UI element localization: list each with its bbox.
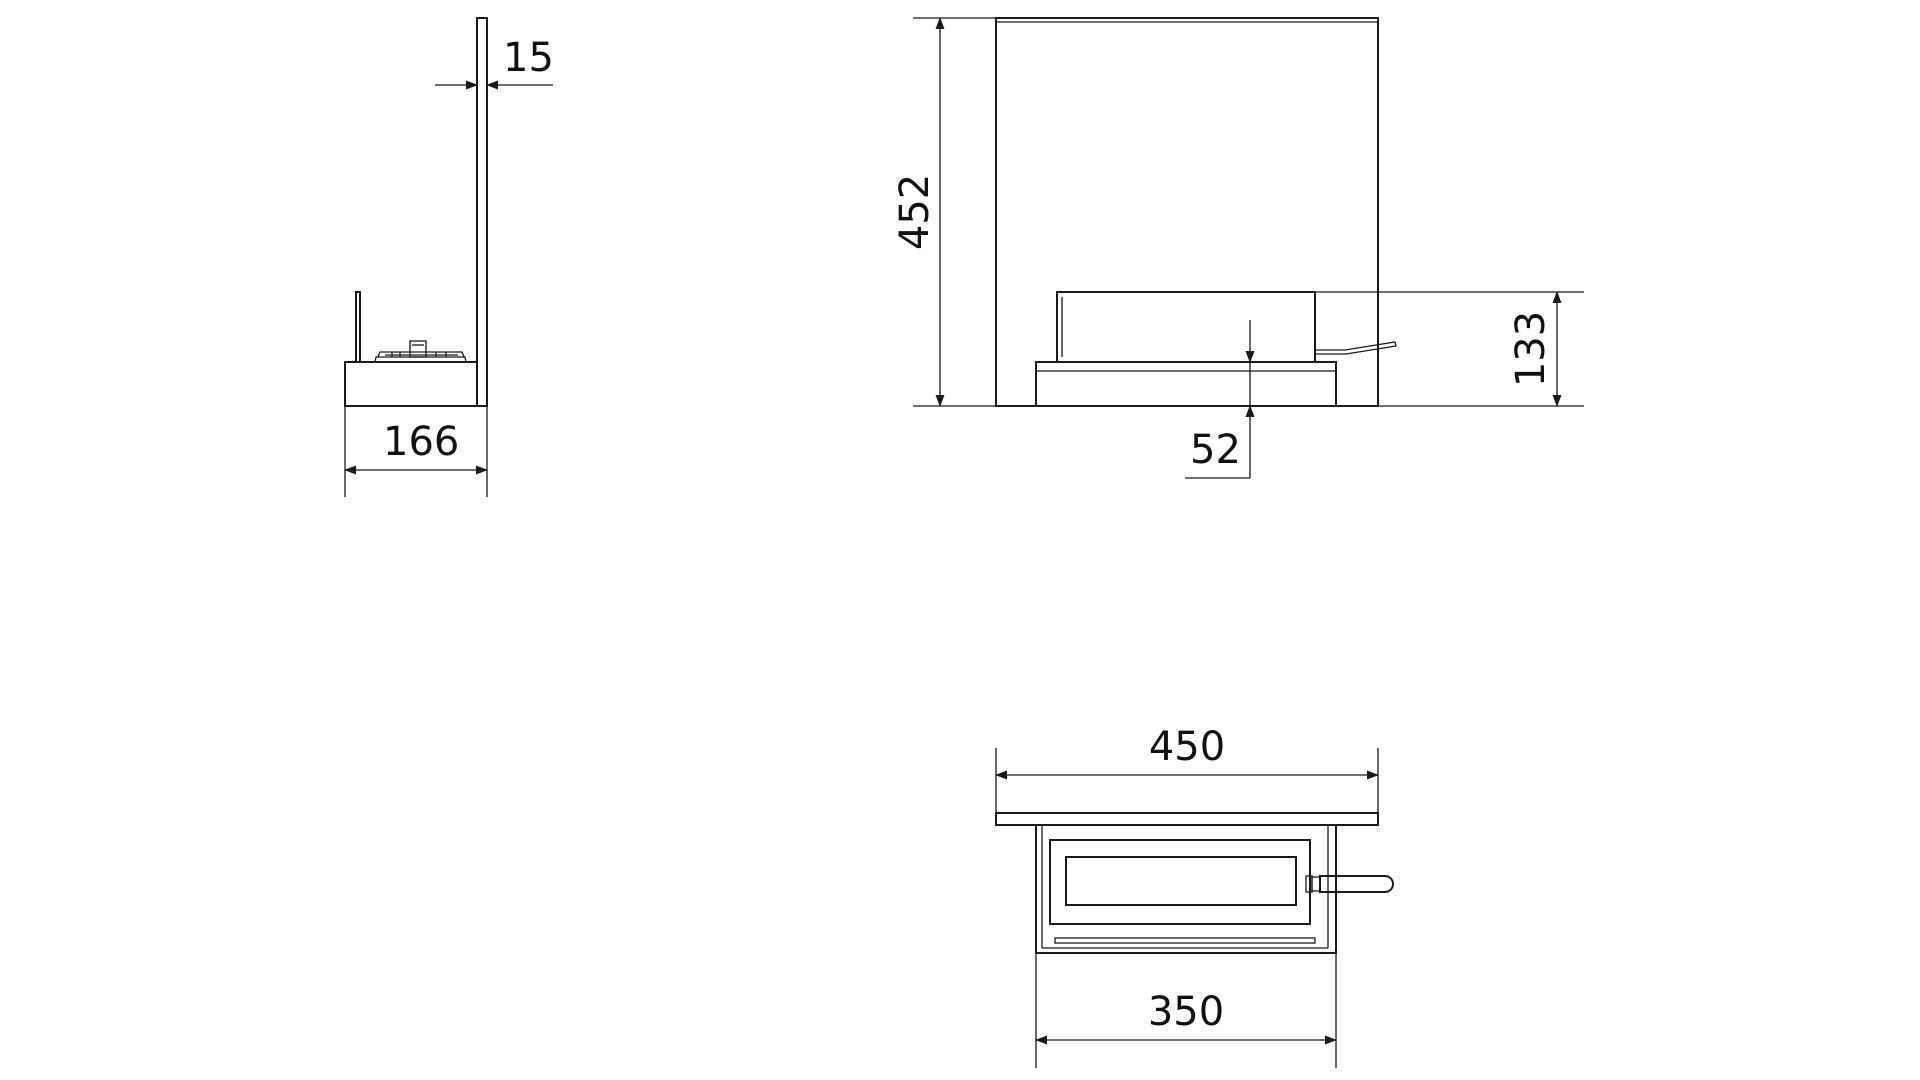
dim-front-burner-height-label: 133	[1508, 311, 1554, 387]
dim-front-height: 452	[892, 17, 1036, 407]
top-view: 450 350	[995, 724, 1394, 1068]
front-glass-box	[1056, 291, 1316, 363]
dim-side-thickness-label: 15	[503, 35, 554, 81]
dim-top-width-label: 450	[1149, 724, 1225, 770]
dim-top-burner-width-label: 350	[1148, 989, 1224, 1035]
side-back-panel	[476, 17, 488, 407]
top-burner-opening	[1065, 856, 1297, 906]
dim-side-depth-label: 166	[383, 419, 459, 465]
dim-top-width: 450	[995, 724, 1379, 813]
top-burner-box	[1035, 824, 1337, 954]
side-front-glass	[355, 291, 361, 363]
front-burner-base	[1035, 361, 1337, 407]
top-lever-handle	[1305, 875, 1394, 893]
dim-front-burner-height: 133	[1315, 291, 1584, 407]
dim-top-burner-width: 350	[1035, 953, 1337, 1068]
dim-front-base-height-label: 52	[1190, 427, 1241, 473]
side-burner-detail	[374, 340, 467, 363]
side-burner-base	[344, 361, 478, 407]
top-glass-outer	[1049, 839, 1311, 925]
dim-side-thickness: 15	[435, 35, 554, 90]
dim-side-depth: 166	[344, 406, 488, 497]
side-view: 15 166	[344, 17, 554, 497]
front-lever	[1314, 341, 1397, 355]
dim-front-base-height: 52	[1185, 320, 1255, 479]
front-view: 452 133 52	[892, 17, 1584, 479]
top-front-slot	[1054, 937, 1316, 944]
top-back-panel	[995, 812, 1379, 826]
dim-front-height-label: 452	[892, 174, 938, 250]
